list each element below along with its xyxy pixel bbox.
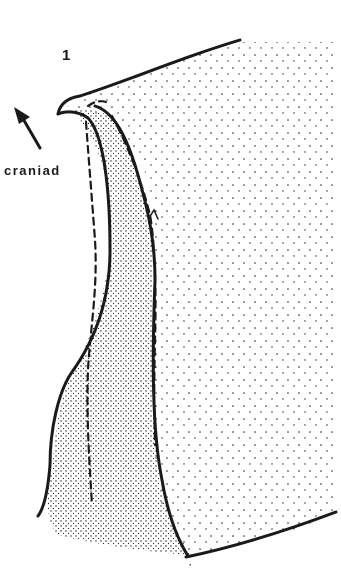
craniad-arrow-icon — [14, 107, 40, 148]
bottom-mark: · — [189, 560, 192, 568]
craniad-label: craniad — [4, 163, 61, 178]
figure-number: 1 — [62, 47, 70, 64]
